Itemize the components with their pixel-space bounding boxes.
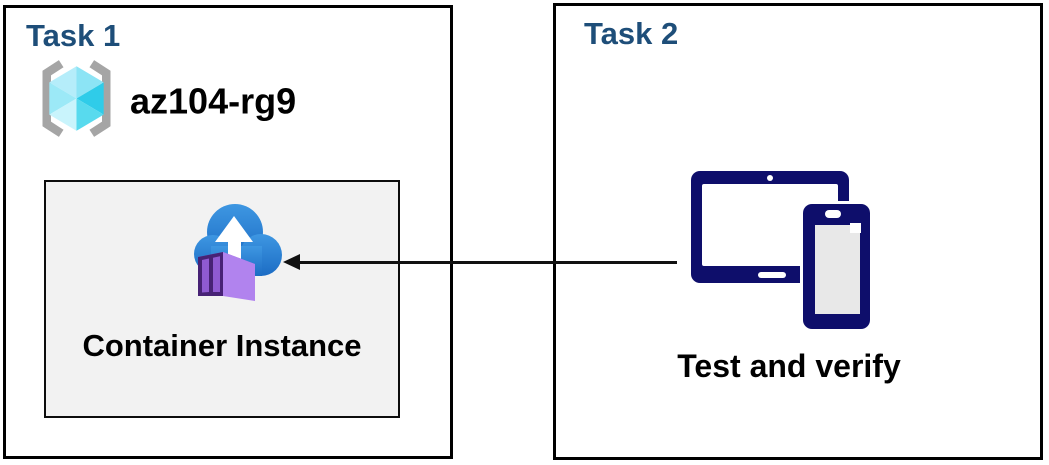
- tablet-camera-dot: [767, 175, 773, 181]
- task2-panel: Task 2 Test and verify: [553, 3, 1043, 460]
- resource-group-name: az104-rg9: [130, 80, 297, 122]
- container-instance-box: Container Instance: [44, 180, 400, 418]
- tablet-home-button: [758, 272, 786, 278]
- task1-title: Task 1: [26, 18, 121, 53]
- container-instances-icon: [194, 204, 282, 301]
- resource-group-row: az104-rg9: [34, 60, 414, 146]
- tablet-phone-icon: [686, 166, 881, 336]
- test-and-verify-label: Test and verify: [677, 348, 901, 384]
- task2-title: Task 2: [584, 16, 679, 51]
- phone-icon: [803, 204, 870, 329]
- phone-earpiece: [825, 210, 841, 218]
- phone-screen-notch: [850, 223, 861, 233]
- container-instance-label: Container Instance: [82, 328, 362, 363]
- container-cube: [198, 252, 255, 301]
- phone-screen: [815, 225, 860, 314]
- connector-arrow-head-icon: [283, 254, 300, 270]
- resource-group-icon: [42, 60, 111, 137]
- connector-arrow-line: [299, 261, 677, 264]
- task1-panel: Task 1 az104-rg9: [3, 5, 453, 459]
